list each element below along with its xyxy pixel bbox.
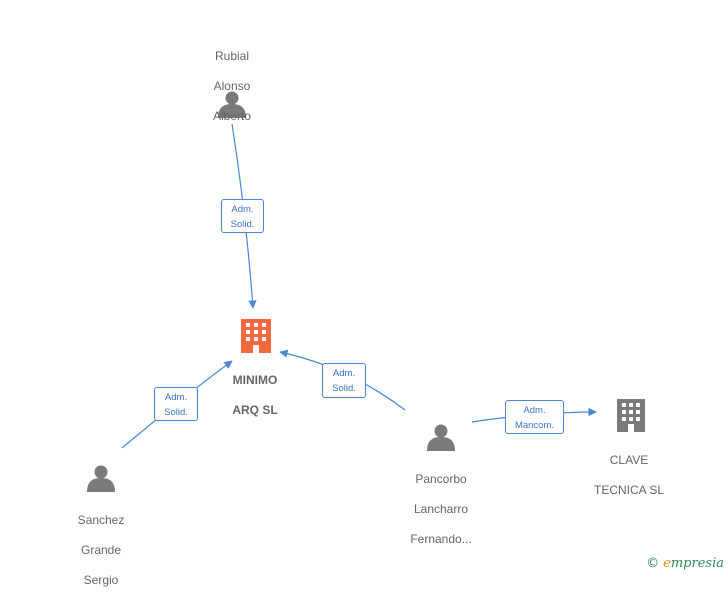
label-line: Adm. — [332, 368, 356, 379]
copyright-symbol: © — [646, 556, 660, 571]
node-label-rubial[interactable]: Rubial Alonso Alberto — [192, 34, 272, 139]
brand-logo: ©empresia — [646, 556, 724, 571]
label-line: Adm. — [231, 204, 254, 215]
edge-label-pancorbo-minimo[interactable]: Adm. Solid. — [322, 363, 366, 398]
person-icon[interactable] — [218, 91, 246, 119]
label-line: Grande — [80, 543, 122, 557]
label-line: Pancorbo — [415, 472, 467, 486]
building-icon[interactable] — [617, 399, 645, 432]
label-line: Mancom. — [514, 420, 555, 431]
label-line: Alonso — [213, 79, 251, 93]
node-label-minimo[interactable]: MINIMO ARQ SL — [215, 358, 295, 433]
label-line: Adm. — [164, 392, 188, 403]
label-line: Lancharro — [413, 502, 469, 516]
label-line: Solid. — [230, 219, 255, 230]
person-icon[interactable] — [427, 424, 455, 452]
label-line: TECNICA SL — [593, 483, 665, 497]
edge-label-pancorbo-clave[interactable]: Adm. Mancom. — [505, 400, 564, 434]
person-icon[interactable] — [87, 465, 115, 493]
label-line: Rubial — [214, 49, 250, 63]
label-line: Solid. — [164, 407, 188, 418]
brand-initial: e — [663, 556, 671, 571]
label-line: Fernando... — [410, 532, 472, 546]
label-line: Solid. — [332, 383, 356, 394]
label-line: CLAVE — [609, 453, 649, 467]
building-icon[interactable] — [241, 319, 271, 353]
node-label-pancorbo[interactable]: Pancorbo Lancharro Fernando... — [394, 457, 488, 562]
brand-name: mpresia — [670, 556, 724, 571]
edge-label-rubial-minimo[interactable]: Adm. Solid. — [221, 199, 264, 233]
edge-label-sanchez-minimo[interactable]: Adm. Solid. — [154, 387, 198, 421]
label-line: Alberto — [212, 109, 252, 123]
label-line: ARQ SL — [232, 403, 278, 417]
label-line: MINIMO — [232, 373, 278, 387]
relationship-graph — [87, 91, 645, 493]
node-label-sanchez[interactable]: Sanchez Grande Sergio — [59, 498, 143, 603]
label-line: Sergio — [83, 573, 119, 587]
label-line: Sanchez — [77, 513, 125, 527]
label-line: Adm. — [523, 405, 546, 416]
node-label-clave[interactable]: CLAVE TECNICA SL — [584, 438, 674, 513]
